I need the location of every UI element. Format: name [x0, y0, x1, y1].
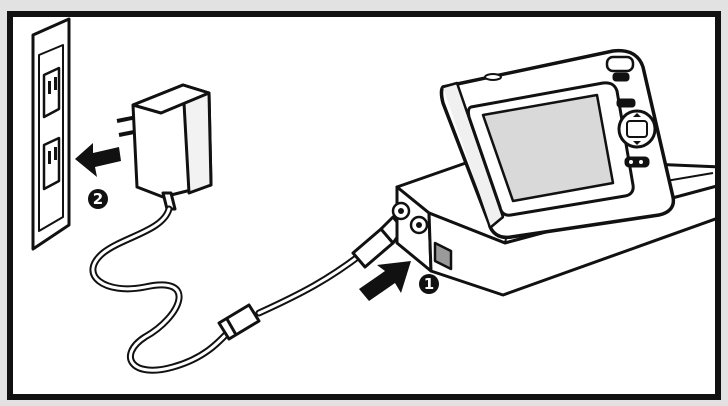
wall-outlet-icon — [31, 17, 71, 251]
step-2-marker: 2 — [88, 189, 108, 209]
ac-adapter-icon — [116, 83, 213, 211]
step-1-marker: 1 — [419, 274, 439, 294]
insert-arrow-icon — [75, 143, 121, 177]
digital-camera-icon — [439, 48, 676, 240]
charging-setup-illustration: 2 — [31, 17, 715, 374]
illustration-panel: 2 — [7, 11, 721, 400]
step-1-label: 1 — [424, 275, 434, 293]
usb-cable-icon — [89, 205, 405, 374]
step-2-label: 2 — [93, 190, 103, 208]
insert-arrow-icon — [359, 261, 411, 301]
